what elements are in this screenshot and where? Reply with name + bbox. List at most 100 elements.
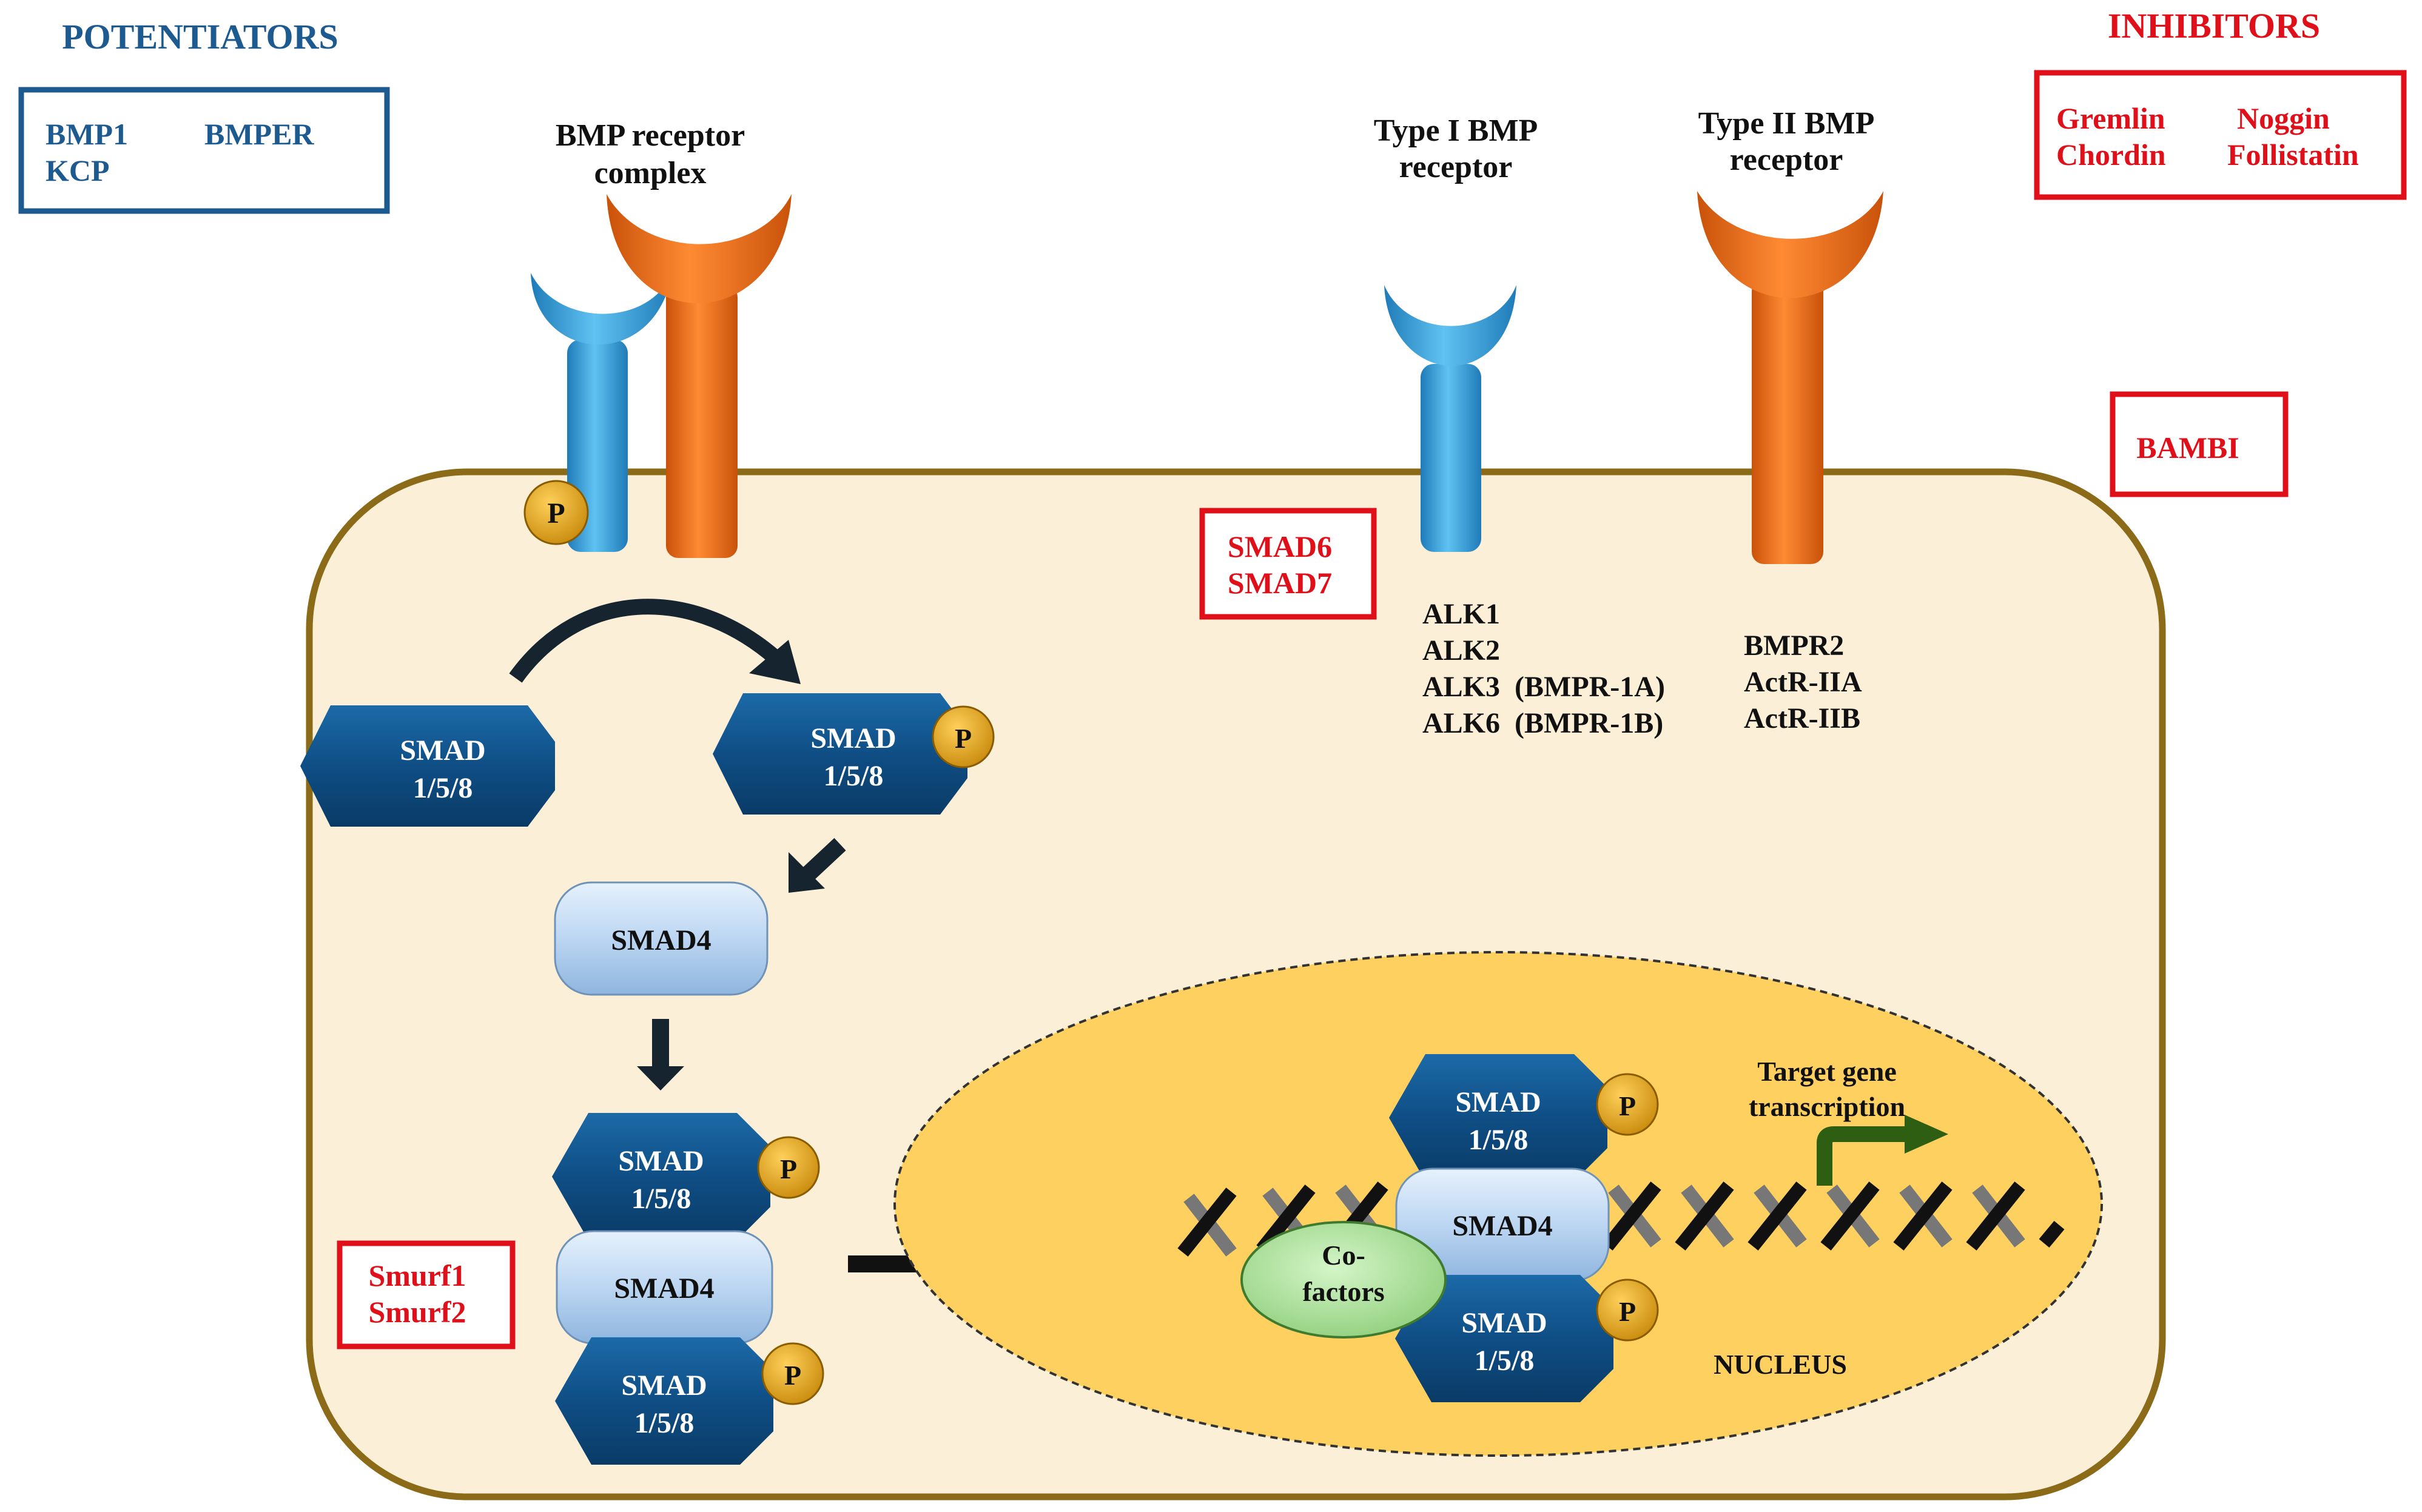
trimer-smad158-bottom: SMAD 1/5/8 P — [555, 1337, 824, 1465]
dna-helix — [1177, 1181, 2065, 1257]
type1-member-alk3: ALK3 (BMPR-1A) — [1422, 671, 1665, 703]
type2-label-2: receptor — [1730, 143, 1843, 177]
phospho-smad-active — [932, 705, 995, 768]
inhibitor-gremlin: Gremlin — [2056, 101, 2165, 135]
complex-type2-stalk — [666, 285, 738, 558]
smad158-active-l2: 1/5/8 — [824, 760, 884, 792]
nuclear-smad158-top: SMAD 1/5/8 P — [1389, 1054, 1659, 1181]
trimer-smad4: SMAD4 — [556, 1230, 773, 1345]
smurf2-label: Smurf2 — [368, 1295, 466, 1329]
cofactors-ellipse — [1240, 1221, 1447, 1339]
type2-cup — [1697, 191, 1883, 298]
bambi-label: BAMBI — [2136, 431, 2239, 465]
type1-cup — [1384, 285, 1516, 366]
smurf-border — [337, 1240, 516, 1349]
complex-type2-cup — [607, 194, 792, 303]
transcription-arrow-head — [1905, 1115, 1948, 1154]
type1-label-1: Type I BMP — [1374, 113, 1538, 148]
nucleus: SMAD 1/5/8 P SMAD4 SMAD 1/5/8 P Co- fact… — [893, 951, 2103, 1457]
trimer-bottom-l1: SMAD — [621, 1369, 707, 1402]
trimer-smad158-top: SMAD 1/5/8 P — [552, 1113, 820, 1240]
phospho-nuclear-bottom — [1596, 1278, 1659, 1342]
phospho-trimer-top — [757, 1136, 820, 1199]
arrow-to-smad4 — [798, 838, 846, 885]
type1-receptor: Type I BMP receptor ALK1 ALK2 ALK3 (BMPR… — [1374, 113, 1665, 739]
smad158-active-l1: SMAD — [810, 722, 896, 754]
smad158-inactive-l1: SMAD — [400, 734, 485, 767]
phospho-trimer-top-label: P — [780, 1154, 797, 1184]
smad6-label: SMAD6 — [1228, 529, 1332, 563]
nuclear-bottom-l1: SMAD — [1461, 1307, 1547, 1339]
cofactors-l2: factors — [1302, 1276, 1384, 1307]
nuclear-top-l2: 1/5/8 — [1468, 1124, 1529, 1156]
phosphorylation-arc — [509, 599, 788, 683]
phospho-receptor — [523, 480, 589, 545]
inhibitors-title: INHIBITORS — [2108, 6, 2320, 45]
bambi-box: BAMBI — [2110, 391, 2289, 497]
nucleus-label: NUCLEUS — [1714, 1349, 1847, 1380]
potentiators-panel: POTENTIATORS BMP1 BMPER KCP — [18, 17, 390, 214]
potentiators-title: POTENTIATORS — [62, 17, 338, 56]
inhibitors-box — [2034, 70, 2407, 200]
type1-member-alk1: ALK1 — [1422, 598, 1500, 630]
nuclear-smad4-label: SMAD4 — [1452, 1210, 1552, 1242]
potentiators-box — [18, 87, 390, 214]
phospho-receptor-label: P — [547, 497, 565, 529]
smad7-label: SMAD7 — [1228, 566, 1332, 600]
smad4-free: SMAD4 — [554, 881, 769, 996]
type2-member-actr-iia: ActR-IIA — [1744, 666, 1862, 698]
phospho-smad-active-label: P — [955, 723, 972, 754]
inhibitor-noggin: Noggin — [2237, 101, 2330, 135]
receptor-complex-label-1: BMP receptor — [556, 118, 745, 153]
target-gene-l1: Target gene — [1757, 1056, 1897, 1087]
transcription-arrow — [1817, 1126, 1911, 1186]
smurf-box: Smurf1 Smurf2 — [337, 1240, 516, 1349]
nuclear-top-l1: SMAD — [1455, 1086, 1541, 1118]
cofactors: Co- factors — [1240, 1221, 1447, 1339]
trimer-top-l1: SMAD — [618, 1145, 704, 1177]
smad158-inactive: SMAD 1/5/8 — [300, 705, 555, 827]
type2-label-1: Type II BMP — [1698, 106, 1875, 141]
trimer-top-l2: 1/5/8 — [631, 1183, 691, 1215]
type2-member-actr-iib: ActR-IIB — [1744, 702, 1860, 734]
smad158-inactive-l2: 1/5/8 — [413, 772, 473, 804]
trimer-bottom-l2: 1/5/8 — [634, 1407, 695, 1439]
inhibitors-panel: INHIBITORS Gremlin Noggin Chordin Follis… — [2034, 6, 2407, 200]
type1-label-2: receptor — [1399, 150, 1513, 184]
inhibitor-follistatin: Follistatin — [2227, 138, 2359, 172]
phospho-nuclear-top — [1596, 1073, 1659, 1136]
smad158-active: SMAD 1/5/8 P — [713, 693, 995, 815]
potentiator-bmper: BMPER — [204, 117, 314, 151]
smad67-border — [1199, 508, 1377, 620]
smad-trimer-cytoplasm: SMAD 1/5/8 P SMAD4 SMAD 1/5/8 P — [552, 1113, 824, 1465]
cofactors-l1: Co- — [1322, 1240, 1365, 1271]
phospho-trimer-bottom-label: P — [784, 1360, 801, 1391]
type2-receptor: Type II BMP receptor BMPR2 ActR-IIA ActR… — [1697, 106, 1883, 734]
complex-type1-cup — [531, 273, 672, 345]
bmp-receptor-complex: BMP receptor complex P — [523, 118, 792, 558]
potentiator-kcp: KCP — [45, 153, 110, 187]
trimer-smad4-label: SMAD4 — [614, 1272, 714, 1305]
potentiator-bmp1: BMP1 — [45, 117, 128, 151]
nuclear-smad4: SMAD4 — [1395, 1168, 1610, 1282]
inhibitor-chordin: Chordin — [2056, 138, 2166, 172]
smad67-box: SMAD6 SMAD7 — [1199, 508, 1377, 620]
receptor-complex-label-2: complex — [594, 156, 707, 190]
bambi-border — [2110, 391, 2289, 497]
smad4-free-label: SMAD4 — [611, 924, 711, 956]
nuclear-bottom-l2: 1/5/8 — [1475, 1345, 1535, 1377]
arrow-to-smad4-head — [789, 852, 825, 893]
target-gene-l2: transcription — [1749, 1091, 1905, 1122]
smurf1-label: Smurf1 — [368, 1258, 466, 1292]
type1-stalk — [1421, 364, 1481, 552]
phospho-trimer-bottom — [761, 1342, 824, 1405]
phospho-nuclear-bottom-label: P — [1619, 1296, 1636, 1327]
type1-member-alk6: ALK6 (BMPR-1B) — [1422, 707, 1663, 739]
type1-member-alk2: ALK2 — [1422, 634, 1500, 667]
arrow-down-head — [637, 1066, 684, 1090]
phospho-nuclear-top-label: P — [1619, 1090, 1636, 1121]
phosphorylation-arc-head — [749, 640, 801, 684]
type2-stalk — [1752, 279, 1823, 564]
type2-member-bmpr2: BMPR2 — [1744, 630, 1844, 662]
